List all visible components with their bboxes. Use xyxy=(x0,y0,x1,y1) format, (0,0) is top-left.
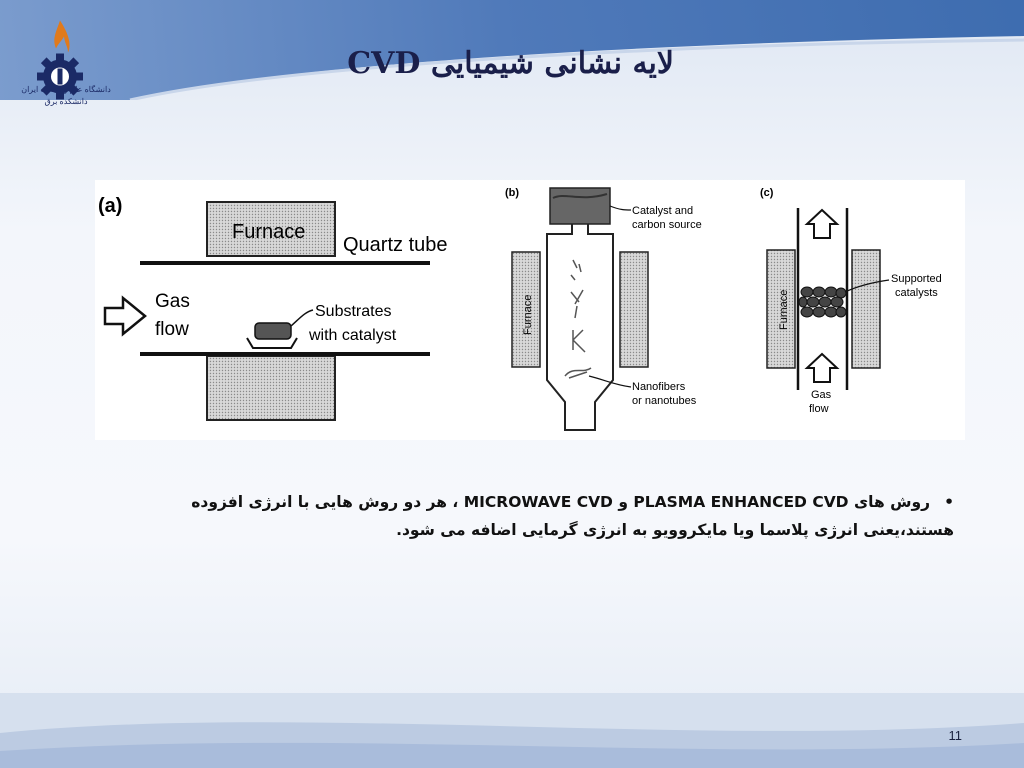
furnace-label-c: Furnace xyxy=(778,290,790,330)
page-number: 11 xyxy=(948,728,963,743)
furnace-left-b xyxy=(511,251,541,368)
furnace-right-b xyxy=(619,251,649,368)
substrates-label: Substrates xyxy=(315,303,391,320)
bottom-decorative-band xyxy=(0,693,1024,768)
substrate-icon xyxy=(254,322,292,340)
panel-b: (b) Furnace Catalyst and carbon source N… xyxy=(505,187,702,431)
catalyst-source-container xyxy=(549,187,611,225)
arrow-up-bottom-icon xyxy=(804,352,840,383)
nanotube-growth-icon xyxy=(564,259,592,379)
quartz-tube-label: Quartz tube xyxy=(343,234,448,256)
reactor-vessel xyxy=(546,224,614,431)
substrate-pointer xyxy=(290,309,314,327)
furnace-left-c xyxy=(766,249,796,369)
panel-a: (a) Furnace Quartz tube Gas flow Substra… xyxy=(98,195,448,421)
flow-label: flow xyxy=(155,319,189,340)
cvd-setup-figure: (a) Furnace Quartz tube Gas flow Substra… xyxy=(95,180,965,440)
catalyst-label-line2: carbon source xyxy=(632,219,702,231)
logo-caption-university: دانشگاه علم و صنعت ایران xyxy=(21,85,111,94)
with-catalyst-label: with catalyst xyxy=(308,327,397,344)
furnace-right-c xyxy=(851,249,881,369)
furnace-label: Furnace xyxy=(232,221,305,243)
supported-catalyst-icon xyxy=(798,286,847,318)
supported-label-line1: Supported xyxy=(891,273,942,285)
substrate-boat xyxy=(246,337,298,349)
supported-label-line2: catalysts xyxy=(895,287,938,299)
gas-flow-arrow-icon xyxy=(103,295,147,337)
nanofibers-label-line1: Nanofibers xyxy=(632,381,686,393)
bullet-dot-icon: • xyxy=(944,493,954,511)
furnace-label-b: Furnace xyxy=(522,295,534,335)
catalyst-label-line1: Catalyst and xyxy=(632,205,693,217)
bullet-point: •روش های PLASMA ENHANCED CVD و MICROWAVE… xyxy=(134,488,954,544)
gas-label: Gas xyxy=(155,291,190,312)
furnace-bottom xyxy=(206,355,336,421)
panel-b-label: (b) xyxy=(505,187,519,199)
arrow-up-top-icon xyxy=(804,208,840,239)
nanofibers-label-line2: or nanotubes xyxy=(632,395,697,407)
slide-title: لایه نشانی شیمیایی CVD xyxy=(347,46,674,81)
bullet-text: روش های PLASMA ENHANCED CVD و MICROWAVE … xyxy=(191,493,954,539)
panel-a-label: (a) xyxy=(98,195,122,217)
top-decorative-band xyxy=(0,0,1024,100)
logo-caption: دانشگاه علم و صنعت ایران دانشکده برق xyxy=(10,84,122,108)
flow-label-c: flow xyxy=(809,403,829,415)
gas-label-c: Gas xyxy=(811,389,832,401)
panel-c: (c) Furnace Supported catalysts Gas flow xyxy=(760,187,942,415)
university-logo xyxy=(37,20,83,100)
furnace-top xyxy=(206,201,336,257)
logo-caption-faculty: دانشکده برق xyxy=(44,97,88,106)
panel-c-label: (c) xyxy=(760,187,774,199)
